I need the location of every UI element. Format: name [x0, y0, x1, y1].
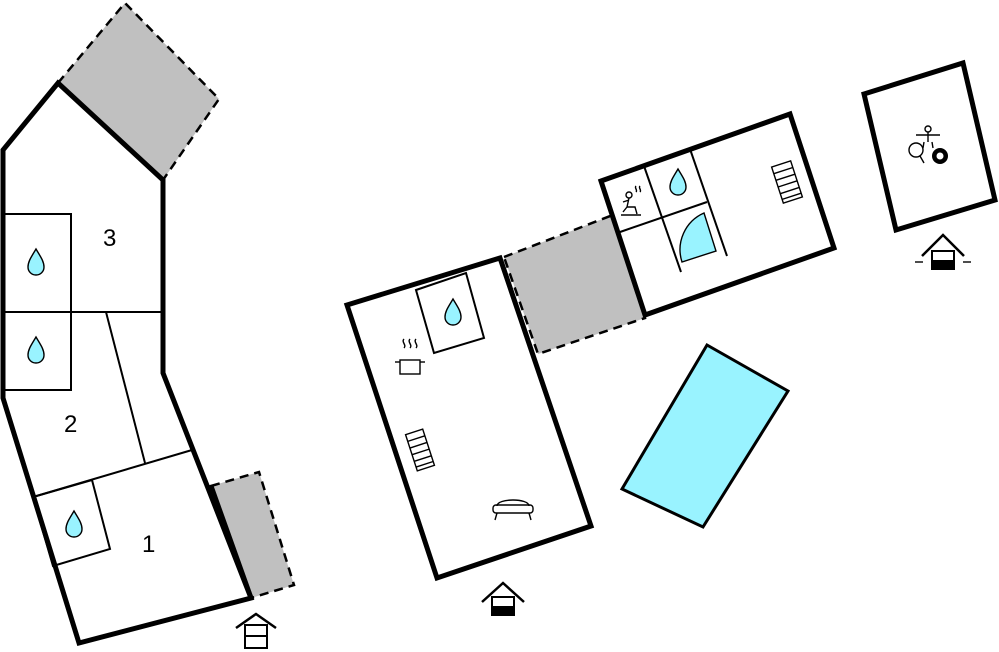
wall-wellness-horizontal: [619, 201, 708, 233]
room-label-1: 1: [142, 531, 155, 558]
billiards-icon: [932, 148, 948, 164]
wall-wellness-vertical-2: [689, 148, 728, 257]
terrace-middle: [502, 211, 647, 356]
stairs-icon: [770, 159, 804, 205]
swimming-pool: [619, 342, 791, 529]
entrance-icon: [915, 233, 971, 270]
table-tennis-icon: [908, 142, 925, 164]
shower-icon: [679, 212, 717, 263]
bathroom-bottom: [31, 478, 112, 568]
sauna-icon: [621, 185, 642, 216]
water-drop-icon: [27, 247, 45, 276]
building-main-house: [0, 79, 255, 647]
building-annex: [343, 254, 595, 582]
terrace-bottom-left: [209, 470, 296, 600]
building-wellness: [597, 110, 838, 319]
room-label-3: 3: [103, 225, 116, 252]
water-drop-icon: [444, 297, 462, 326]
terrace-top-left: [56, 1, 221, 182]
entrance-icon: [235, 612, 277, 649]
room-label-2: 2: [64, 411, 77, 438]
water-drop-icon: [65, 509, 83, 538]
cooking-pot-icon: [395, 338, 425, 375]
entrance-icon: [481, 581, 525, 616]
bathroom-annex: [414, 271, 486, 355]
building-games: [861, 59, 998, 234]
wall-diagonal-middle: [105, 311, 146, 464]
sofa-icon: [492, 499, 534, 521]
wall-wellness-vertical-1: [643, 165, 682, 273]
water-drop-icon: [27, 335, 45, 364]
water-drop-icon: [669, 167, 687, 196]
table-football-icon: [916, 125, 940, 149]
stairs-icon: [404, 428, 436, 472]
